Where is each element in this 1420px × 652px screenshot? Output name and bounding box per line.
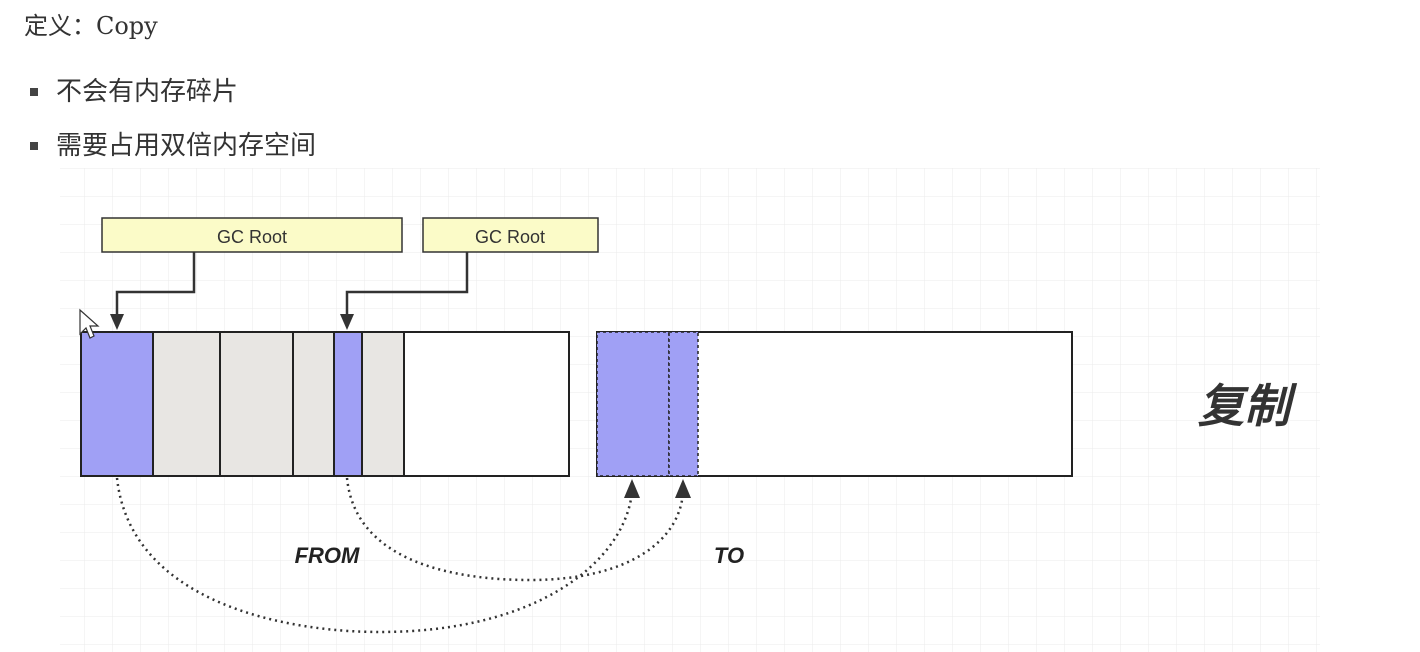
copy-action-label: 复制 [1198, 379, 1298, 433]
to-space [596, 331, 1073, 477]
bullet-item: 需要占用双倍内存空间 [28, 126, 316, 180]
dead-object-block [361, 331, 405, 477]
live-object-block [333, 331, 363, 477]
bullet-text: 不会有内存碎片 [56, 77, 239, 107]
gc-root-reference-arrow [110, 252, 196, 330]
copy-arrow [345, 477, 691, 582]
copy-arrow [115, 477, 640, 634]
mouse-cursor-icon [79, 308, 100, 339]
definition-text: 定义：Copy [24, 12, 158, 40]
live-object-block [80, 331, 154, 477]
bullet-item: 不会有内存碎片 [28, 72, 316, 126]
gc-root-box: GC Root [422, 217, 599, 253]
bullet-square-icon [30, 142, 38, 150]
copied-object-block [668, 331, 699, 477]
from-label: FROM [295, 543, 360, 568]
from-space [80, 331, 570, 477]
gc-root-reference-arrow [340, 252, 469, 330]
bullet-text: 需要占用双倍内存空间 [56, 131, 317, 161]
bullet-square-icon [30, 88, 38, 96]
dead-object-block [219, 331, 294, 477]
gc-root-box: GC Root [101, 217, 403, 253]
gc-root-label: GC Root [217, 227, 287, 247]
gc-root-label: GC Root [475, 227, 545, 247]
to-label: TO [714, 543, 744, 568]
dead-object-block [152, 331, 221, 477]
copied-object-block [596, 331, 670, 477]
bullet-list: 不会有内存碎片 需要占用双倍内存空间 [28, 72, 316, 180]
dead-object-block [292, 331, 335, 477]
